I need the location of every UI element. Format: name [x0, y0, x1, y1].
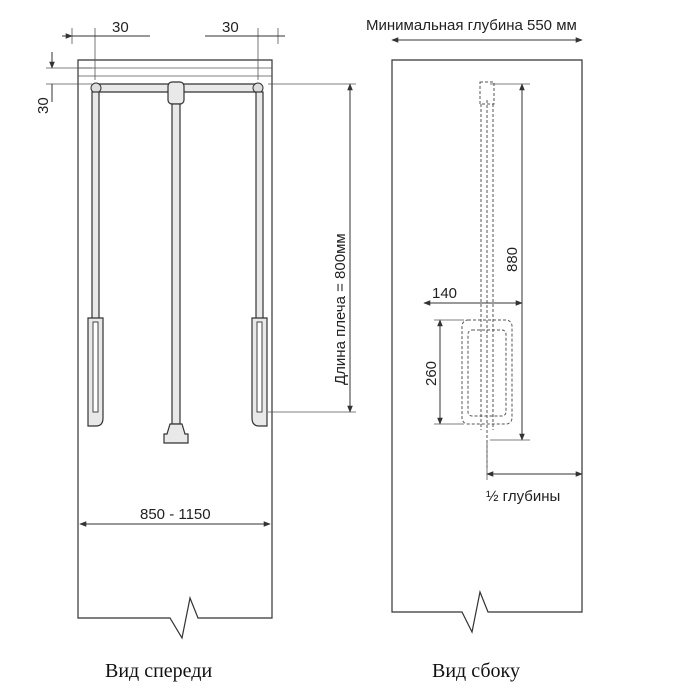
dim-arm-length-label: Длина плеча = 800мм	[332, 233, 349, 385]
dim-width-label: 140	[432, 285, 457, 302]
dim-left-offset-label: 30	[112, 19, 129, 36]
dim-height-label: 880	[504, 247, 521, 272]
dim-half-depth: ½ глубины	[486, 440, 583, 505]
right-plate-slot	[256, 321, 263, 413]
dim-min-depth: Минимальная глубина 550 мм	[366, 17, 583, 43]
dim-width-range-label: 850 - 1150	[140, 506, 211, 523]
dim-width-range: 850 - 1150	[79, 506, 271, 527]
dim-top-offset: 30	[35, 52, 92, 114]
dim-width: 140	[423, 285, 523, 306]
dim-hanger-label: 260	[423, 361, 440, 386]
dim-hanger: 260	[423, 319, 464, 425]
center-rod	[171, 103, 181, 425]
right-arm	[255, 91, 264, 323]
left-arm	[91, 91, 100, 323]
front-view: 30 30 30 Длина плеча = 800мм 850 - 115	[35, 19, 356, 682]
side-hanger-inner	[467, 329, 507, 417]
side-mechanism-profile	[461, 81, 513, 470]
side-hanger-outline	[461, 319, 513, 425]
front-view-caption: Вид спереди	[105, 660, 212, 682]
lift-mechanism	[87, 81, 268, 444]
side-view: Минимальная глубина 550 мм 880 140	[366, 17, 583, 682]
side-view-caption: Вид сбоку	[432, 660, 520, 682]
dim-min-depth-label: Минимальная глубина 550 мм	[366, 17, 577, 34]
left-plate-slot	[92, 321, 99, 413]
dim-height: 880	[490, 83, 530, 441]
center-bracket	[167, 81, 185, 105]
pull-handle	[163, 423, 189, 444]
dim-arm-length: Длина плеча = 800мм	[268, 83, 356, 413]
dim-right-offset-label: 30	[222, 19, 239, 36]
dim-right-offset: 30	[205, 19, 285, 80]
side-top-bracket	[479, 81, 495, 105]
dim-half-depth-label: ½ глубины	[486, 488, 560, 505]
dim-top-offset-label: 30	[35, 97, 52, 114]
dim-left-offset: 30	[62, 19, 150, 80]
